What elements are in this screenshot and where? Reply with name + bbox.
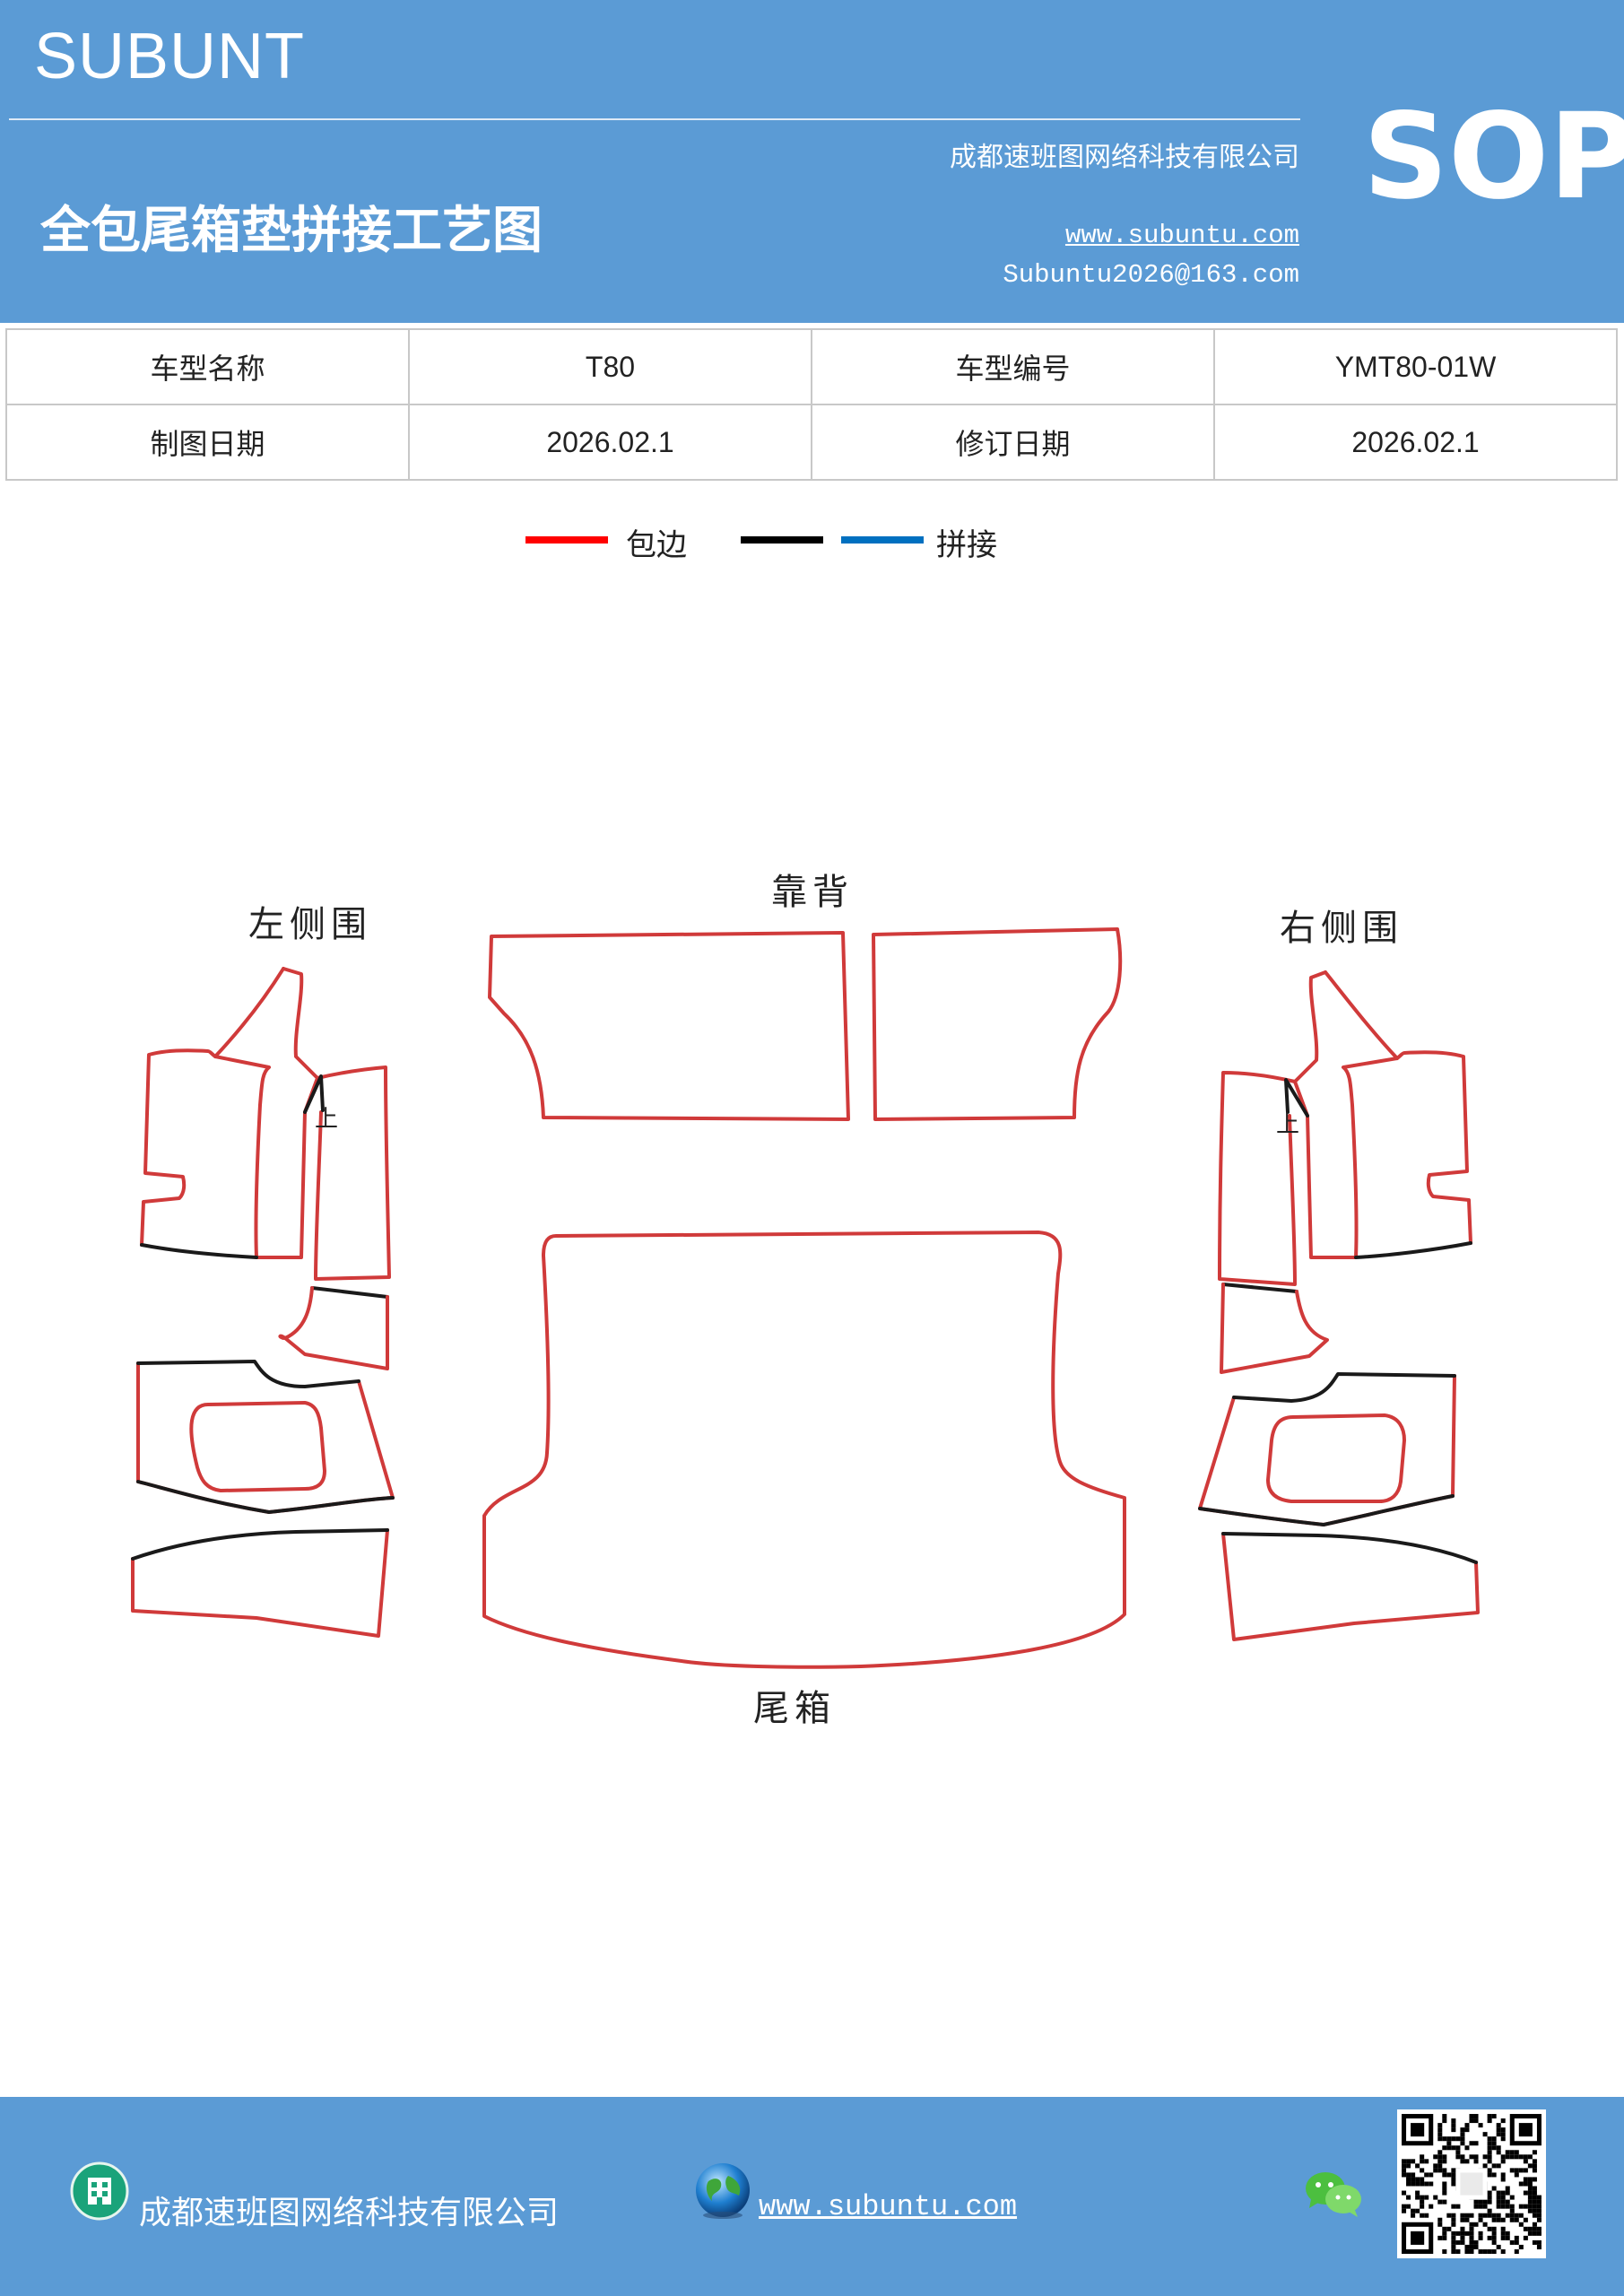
label-right-panel: 右侧围 xyxy=(1280,908,1403,949)
left-arch-seam-bottom xyxy=(136,1480,395,1514)
label-left-panel: 左侧围 xyxy=(248,904,372,945)
table-row: 车型名称 T80 车型编号 YMT80-01W xyxy=(5,328,1618,405)
legend-splice-swatch-black xyxy=(741,536,823,544)
footer-banner: 成都速班图网络科技有限公司 www.subuntu.com xyxy=(0,2097,1624,2296)
right-lower-strip xyxy=(1220,1283,1329,1374)
left-lower-strip xyxy=(283,1286,389,1370)
draw-date-label: 制图日期 xyxy=(5,404,410,481)
left-upper-outer-edge xyxy=(213,967,285,1058)
model-code-value: YMT80-01W xyxy=(1213,328,1618,405)
right-upper-panel xyxy=(1293,970,1472,1259)
building-icon xyxy=(70,2161,129,2221)
right-bottom-strip xyxy=(1221,1532,1480,1641)
legend-splice-label: 拼接 xyxy=(936,527,997,563)
backrest-left-piece xyxy=(488,931,850,1121)
right-arch-seam-bottom xyxy=(1198,1494,1455,1526)
wechat-icon xyxy=(1306,2172,1361,2217)
left-lower-strip-seam xyxy=(310,1286,389,1299)
backrest-right-piece xyxy=(872,927,1123,1121)
footer-website-link[interactable]: www.subuntu.com xyxy=(759,2190,1018,2223)
right-arch-seam-top xyxy=(1232,1372,1456,1403)
legend-splice-swatch-blue xyxy=(841,536,924,544)
right-arch-cutout xyxy=(1266,1413,1406,1503)
draw-date-value: 2026.02.1 xyxy=(408,404,812,481)
right-upper-outer-edge xyxy=(1324,970,1399,1060)
qr-code[interactable] xyxy=(1397,2109,1546,2258)
left-up-mark-line xyxy=(303,1074,325,1114)
revise-date-value: 2026.02.1 xyxy=(1213,404,1618,481)
right-bottom-strip-seam xyxy=(1221,1532,1478,1564)
sop-badge: SOP xyxy=(1363,88,1624,226)
header-banner: SUBUNT 成都速班图网络科技有限公司 全包尾箱垫拼接工艺图 www.subu… xyxy=(0,0,1624,323)
info-table: 车型名称 T80 车型编号 YMT80-01W 制图日期 2026.02.1 修… xyxy=(5,328,1618,481)
header-company-name: 成都速班图网络科技有限公司 xyxy=(950,142,1299,173)
label-back-panel: 靠背 xyxy=(771,872,854,913)
table-row: 制图日期 2026.02.1 修订日期 2026.02.1 xyxy=(5,404,1618,481)
legend: 包边 拼接 xyxy=(0,520,1624,574)
legend-edge-swatch xyxy=(525,536,608,544)
globe-icon xyxy=(696,2163,750,2219)
label-trunk-panel: 尾箱 xyxy=(753,1688,836,1729)
model-name-label: 车型名称 xyxy=(5,328,410,405)
header-divider xyxy=(9,118,1300,120)
model-code-label: 车型编号 xyxy=(811,328,1215,405)
left-upper-panel xyxy=(140,967,319,1259)
document-title: 全包尾箱垫拼接工艺图 xyxy=(40,201,543,260)
left-arch-seam-top xyxy=(136,1360,360,1388)
left-lower-strip-tip xyxy=(278,1334,287,1340)
left-arch-cutout xyxy=(189,1401,326,1492)
footer-company-name: 成都速班图网络科技有限公司 xyxy=(139,2195,560,2231)
trunk-floor-piece xyxy=(482,1231,1126,1669)
header-email: Subuntu2026@163.com xyxy=(1003,260,1299,290)
right-lower-strip-seam xyxy=(1221,1283,1298,1293)
left-bottom-strip xyxy=(131,1528,389,1638)
left-middle-strip xyxy=(314,1065,391,1281)
legend-edge-label: 包边 xyxy=(626,527,687,563)
model-name-value: T80 xyxy=(408,328,812,405)
right-up-mark-line xyxy=(1284,1078,1309,1118)
right-middle-strip xyxy=(1218,1071,1297,1286)
header-website-link[interactable]: www.subuntu.com xyxy=(1064,221,1299,250)
left-bottom-strip-seam xyxy=(131,1528,389,1561)
brand-name: SUBUNT xyxy=(34,21,306,92)
right-upper-seam-bottom xyxy=(1354,1241,1472,1259)
left-up-mark: 上 xyxy=(315,1106,338,1133)
left-upper-seam-bottom xyxy=(140,1243,258,1259)
revise-date-label: 修订日期 xyxy=(811,404,1215,481)
right-up-mark: 上 xyxy=(1276,1111,1299,1138)
